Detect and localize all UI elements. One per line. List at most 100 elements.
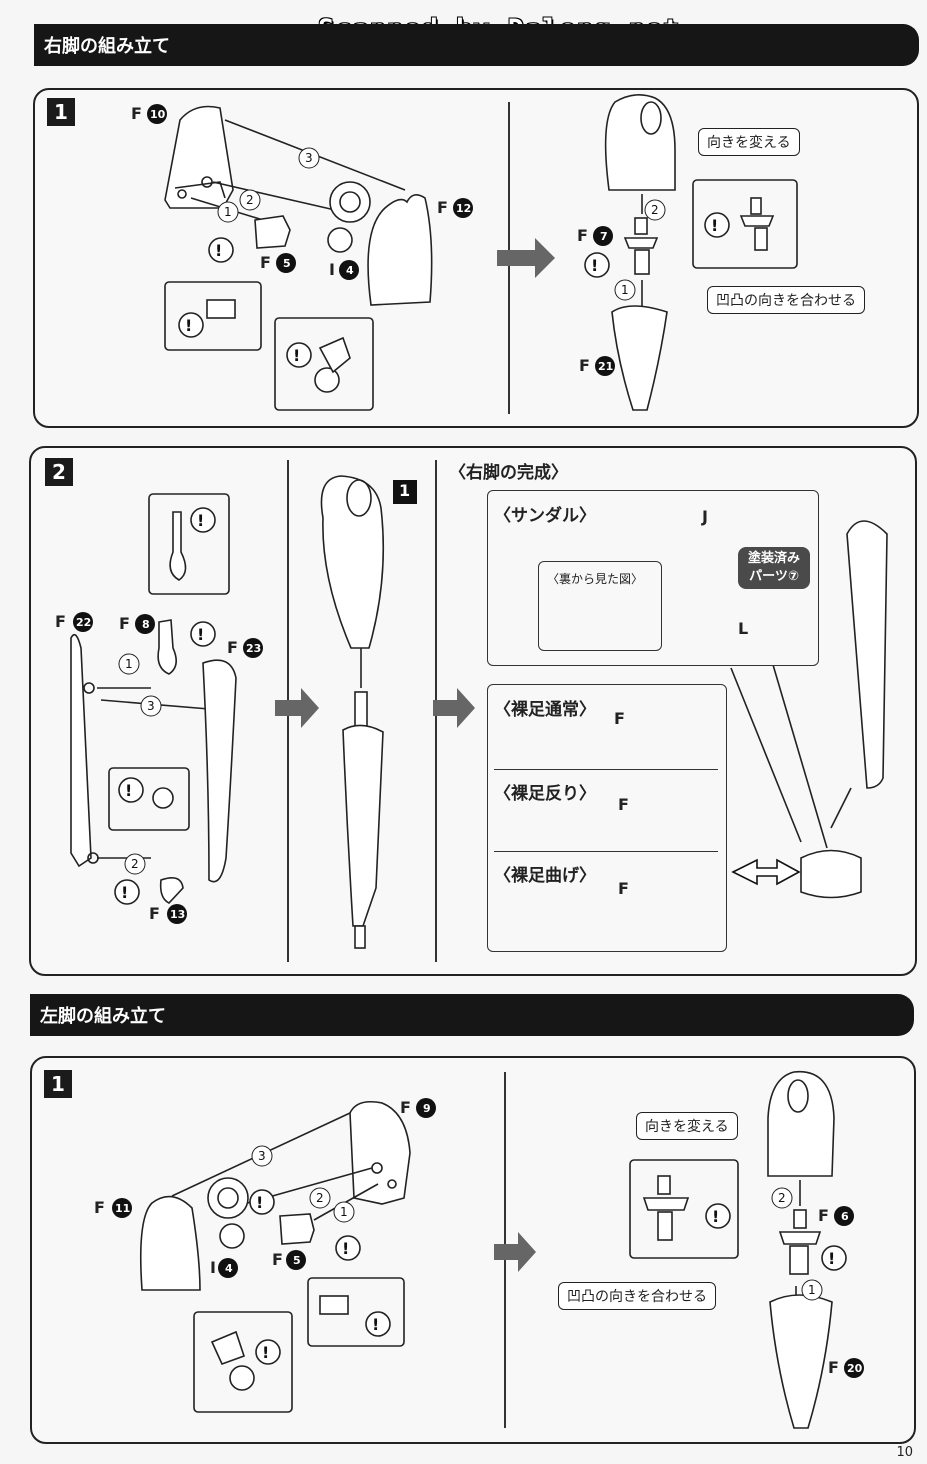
part-f6-label: F — [818, 1206, 829, 1225]
detail-box-i4 — [193, 1311, 293, 1413]
svg-text:!: ! — [125, 781, 132, 800]
part-j-label: J — [702, 507, 708, 526]
ref-step-number: 1 — [399, 481, 411, 500]
step-number: 1 — [44, 1070, 72, 1098]
svg-text:2: 2 — [316, 1191, 324, 1205]
assembled-shin — [342, 724, 384, 927]
part-f21-label: F — [579, 356, 590, 375]
back-view-label: 〈裏から見た図〉 — [547, 572, 644, 586]
page-number: 10 — [896, 1445, 913, 1460]
svg-text:!: ! — [372, 1315, 379, 1334]
part-f20-label: F — [828, 1358, 839, 1377]
part-f7-label: F — [577, 226, 588, 245]
option-arched-title: 〈裸足反り〉 — [494, 784, 596, 804]
step-number: 1 — [47, 98, 75, 126]
svg-text:5: 5 — [293, 1254, 301, 1267]
f20-shin — [769, 1294, 833, 1429]
completion-title: 〈右脚の完成〉 — [449, 463, 568, 483]
callout-turn: 向きを変える — [698, 128, 800, 156]
thigh-upper-rotated — [767, 1070, 835, 1177]
svg-text:2: 2 — [131, 857, 139, 871]
svg-text:!: ! — [121, 883, 128, 902]
svg-text:!: ! — [215, 241, 222, 260]
left-leg-section-title: 左脚の組み立て — [30, 994, 914, 1036]
svg-text:10: 10 — [150, 108, 166, 121]
detail-box-f13 — [108, 767, 190, 831]
option-divider — [494, 851, 718, 852]
sandal-title: 〈サンダル〉 — [494, 506, 596, 526]
part-f9-label: F — [400, 1098, 411, 1117]
svg-text:1: 1 — [224, 205, 232, 219]
svg-text:2: 2 — [651, 203, 659, 217]
svg-text:12: 12 — [456, 202, 471, 215]
part-f12-label: F — [437, 198, 448, 217]
svg-text:3: 3 — [258, 1149, 266, 1163]
svg-text:!: ! — [828, 1249, 835, 1268]
i4-ring — [329, 181, 371, 223]
part-f8-label: F — [119, 614, 130, 633]
option-bent-part: F — [618, 879, 629, 898]
part-f5-label: F — [272, 1250, 283, 1269]
svg-text:3: 3 — [305, 151, 313, 165]
svg-text:!: ! — [262, 1343, 269, 1362]
option-arched-part: F — [618, 795, 629, 814]
svg-text:2: 2 — [246, 193, 254, 207]
callout-align: 凹凸の向きを合わせる — [558, 1282, 716, 1310]
f12-thigh — [367, 194, 433, 306]
svg-text:1: 1 — [621, 283, 629, 297]
f8-joint — [157, 619, 177, 675]
svg-text:5: 5 — [283, 257, 291, 270]
right-leg-step1-panel: 1 — [33, 88, 919, 428]
part-i4-label: I — [329, 260, 335, 279]
svg-text:8: 8 — [142, 618, 150, 631]
svg-text:23: 23 — [246, 642, 261, 655]
callout-turn: 向きを変える — [636, 1112, 738, 1140]
f5-block — [254, 215, 291, 249]
svg-text:3: 3 — [147, 699, 155, 713]
svg-text:1: 1 — [340, 1205, 348, 1219]
svg-text:6: 6 — [841, 1210, 849, 1223]
svg-text:4: 4 — [225, 1262, 233, 1275]
svg-text:7: 7 — [600, 230, 608, 243]
option-normal-part: F — [614, 709, 625, 728]
f11-thigh — [139, 1195, 201, 1291]
part-f5-label: F — [260, 253, 271, 272]
svg-text:!: ! — [342, 1239, 349, 1258]
svg-text:!: ! — [256, 1193, 263, 1212]
f21-shin — [611, 305, 668, 411]
svg-text:21: 21 — [598, 360, 613, 373]
part-f10-label: F — [131, 104, 142, 123]
f13-joint — [159, 877, 184, 904]
option-divider — [494, 769, 718, 770]
right-leg-step2-panel: 2 — [29, 446, 917, 976]
f9-hip-frame — [349, 1100, 411, 1205]
svg-text:22: 22 — [76, 616, 91, 629]
part-f23-label: F — [227, 638, 238, 657]
part-f13-label: F — [149, 904, 160, 923]
svg-text:13: 13 — [170, 908, 185, 921]
option-normal-title: 〈裸足通常〉 — [494, 700, 596, 720]
svg-text:!: ! — [591, 256, 598, 275]
part-i4-label: I — [210, 1258, 216, 1277]
step-number: 2 — [45, 458, 73, 486]
svg-text:11: 11 — [115, 1202, 130, 1215]
part-f22-label: F — [55, 612, 66, 631]
detail-box-f8 — [148, 493, 230, 595]
right-leg-section-title: 右脚の組み立て — [34, 24, 919, 66]
thigh-upper-rotated — [604, 94, 676, 191]
part-f11-label: F — [94, 1198, 105, 1217]
painted-parts-badge: 塗装済み パーツ⑦ — [738, 547, 810, 589]
completed-leg — [846, 520, 888, 789]
assembled-thigh — [320, 475, 385, 649]
svg-text:!: ! — [293, 346, 300, 365]
svg-text:20: 20 — [847, 1362, 863, 1375]
f23-shin — [202, 659, 237, 883]
flow-arrow — [497, 238, 555, 278]
sandal-box: 〈サンダル〉 J L 〈裏から見た図〉 塗装済み パーツ⑦ — [487, 490, 819, 666]
svg-text:!: ! — [197, 511, 204, 530]
svg-text:2: 2 — [778, 1191, 786, 1205]
f7-joint — [623, 237, 659, 249]
